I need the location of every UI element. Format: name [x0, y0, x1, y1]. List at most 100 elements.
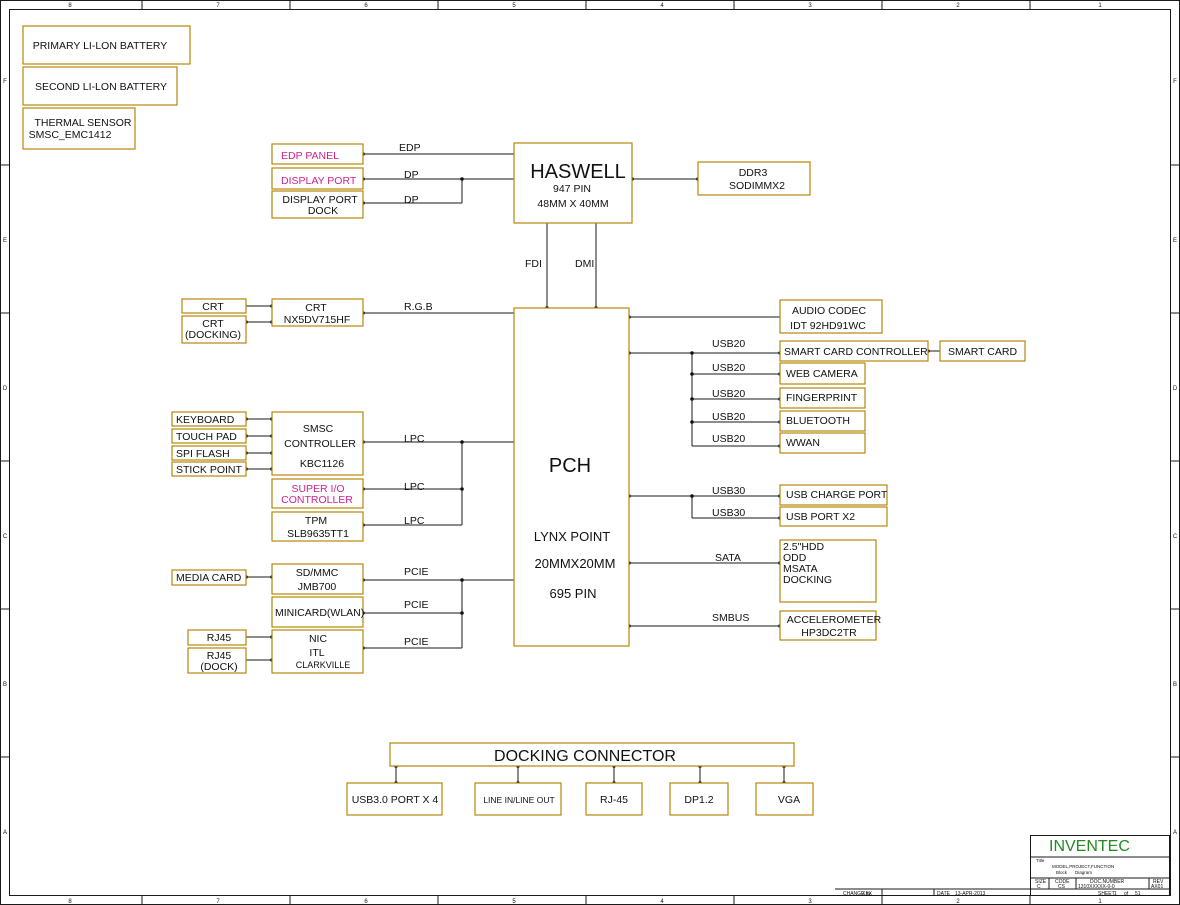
rj45-block: RJ45	[187, 629, 247, 646]
sdmmc-label: SD/MMC	[296, 567, 339, 579]
smart-card-block: SMART CARD	[939, 340, 1026, 362]
web-camera-label: WEB CAMERA	[786, 368, 858, 380]
crt-switch-part: NX5DV715HF	[284, 314, 351, 326]
bluetooth-block: BLUETOOTH	[779, 410, 866, 432]
stick-point-label: STICK POINT	[176, 464, 243, 476]
row-label-left: E	[3, 238, 7, 244]
bus-label: DMI	[575, 258, 594, 270]
bus-label: USB20	[712, 411, 745, 423]
company-name: INVENTEC	[1049, 838, 1130, 855]
display-port-dock-label: DISPLAY PORT	[282, 194, 358, 206]
nic-label: NIC	[309, 633, 328, 645]
display-port-dock-sub: DOCK	[308, 205, 338, 217]
smsc-controller-block: SMSC CONTROLLER KBC1126	[271, 411, 364, 476]
bus-label: EDP	[399, 142, 421, 154]
media-card-block: MEDIA CARD	[171, 569, 247, 586]
col-label-bottom: 3	[808, 899, 812, 905]
audio-codec-label: AUDIO CODEC	[792, 305, 867, 317]
sdmmc-part: JMB700	[298, 581, 337, 593]
super-io-sub: CONTROLLER	[281, 494, 353, 506]
accelerometer-block: ACCELEROMETER HP3DC2TR	[779, 610, 882, 641]
col-label-top: 7	[216, 3, 220, 9]
spi-flash-block: SPI FLASH	[171, 445, 247, 461]
display-port-block: DISPLAY PORT	[271, 167, 364, 190]
diagram-word2: Diagram	[1075, 870, 1092, 875]
spi-flash-label: SPI FLASH	[176, 448, 230, 460]
of-label: of	[1124, 891, 1129, 897]
nic-part: CLARKVILLE	[296, 660, 351, 670]
rj45-dock-label: RJ45	[207, 650, 232, 662]
thermal-sensor-label: THERMAL SENSOR	[34, 117, 131, 129]
dock-vga-block: VGA	[755, 782, 814, 816]
battery-primary-block: PRIMARY LI-LON BATTERY	[22, 25, 191, 65]
audio-codec-part: IDT 92HD91WC	[790, 320, 866, 332]
bus-label: FDI	[525, 258, 542, 270]
sheet-label: SHEET	[1098, 891, 1115, 897]
crt-label: CRT	[202, 301, 224, 313]
col-label-top: 1	[1098, 3, 1102, 9]
row-label-left: A	[3, 830, 7, 836]
sdmmc-block: SD/MMC JMB700	[271, 563, 364, 595]
storage-block: 2.5"HDD ODD MSATA DOCKING	[779, 539, 877, 603]
wwan-label: WWAN	[786, 437, 820, 449]
bus-label: LPC	[404, 433, 425, 445]
bus-label: LPC	[404, 515, 425, 527]
edp-panel-label: EDP PANEL	[281, 150, 339, 162]
bus-labels: EDP DP DP FDI DMI R.G.B LPC LPC LPC PCIE…	[399, 142, 749, 648]
minicard-block: MINICARD(WLAN)	[271, 596, 364, 628]
nic-block: NIC ITL CLARKVILLE	[271, 629, 364, 674]
minicard-label: MINICARD(WLAN)	[275, 607, 364, 619]
doc-label: DOC.NUMBER	[1090, 879, 1125, 885]
row-label-right: C	[1173, 534, 1178, 540]
size-label: SIZE	[1035, 879, 1047, 885]
changed-label: CHANGE by	[843, 891, 872, 897]
dock-dp-block: DP1.2	[669, 782, 729, 816]
col-label-top: 2	[956, 3, 960, 9]
rev-value: AX01	[1151, 884, 1163, 890]
row-label-left: F	[3, 79, 7, 85]
usb-port-block: USB PORT X2	[779, 506, 888, 527]
accelerometer-label: ACCELEROMETER	[787, 614, 882, 626]
keyboard-label: KEYBOARD	[176, 414, 235, 426]
dock-rj45-block: RJ-45	[585, 782, 643, 816]
crt-docking-label: CRT	[202, 318, 224, 330]
storage-odd: ODD	[783, 552, 807, 564]
smsc-part: KBC1126	[300, 458, 344, 470]
audio-codec-block: AUDIO CODEC IDT 92HD91WC	[779, 299, 883, 334]
col-label-top: 6	[364, 3, 368, 9]
keyboard-block: KEYBOARD	[171, 411, 247, 427]
row-label-left: C	[3, 534, 8, 540]
battery-second-label: SECOND LI-LON BATTERY	[35, 81, 167, 93]
crt-block: CRT	[181, 298, 247, 314]
wires	[246, 153, 940, 783]
dock-dp-label: DP1.2	[684, 794, 713, 806]
rj45-label: RJ45	[207, 632, 232, 644]
web-camera-block: WEB CAMERA	[779, 362, 866, 385]
row-label-left: B	[3, 682, 7, 688]
bus-label: SMBUS	[712, 612, 749, 624]
smsc-controller-label: CONTROLLER	[284, 438, 356, 450]
rev-label: REV	[1153, 879, 1164, 885]
col-label-bottom: 7	[216, 899, 220, 905]
ddr3-sub: SODIMMX2	[729, 180, 785, 192]
battery-second-block: SECOND LI-LON BATTERY	[22, 66, 178, 106]
haswell-pins: 947 PIN	[553, 183, 591, 195]
tpm-part: SLB9635TT1	[287, 528, 349, 540]
row-label-right: A	[1173, 830, 1177, 836]
rj45-dock-block: RJ45 (DOCK)	[187, 647, 247, 674]
bus-label: PCIE	[404, 599, 429, 611]
storage-msata: MSATA	[783, 563, 818, 575]
bus-label: USB20	[712, 388, 745, 400]
smsc-label: SMSC	[303, 423, 334, 435]
sheet-value: 1	[1114, 891, 1117, 897]
col-label-bottom: 6	[364, 899, 368, 905]
accelerometer-part: HP3DC2TR	[801, 627, 857, 639]
docking-connector-block: DOCKING CONNECTOR	[389, 742, 795, 767]
storage-hdd: 2.5"HDD	[783, 541, 824, 553]
dock-vga-label: VGA	[778, 794, 800, 806]
ddr3-label: DDR3	[739, 167, 768, 179]
fingerprint-block: FINGERPRINT	[779, 387, 866, 409]
bus-label: SATA	[715, 552, 741, 564]
haswell-size: 48MM X 40MM	[537, 198, 608, 210]
